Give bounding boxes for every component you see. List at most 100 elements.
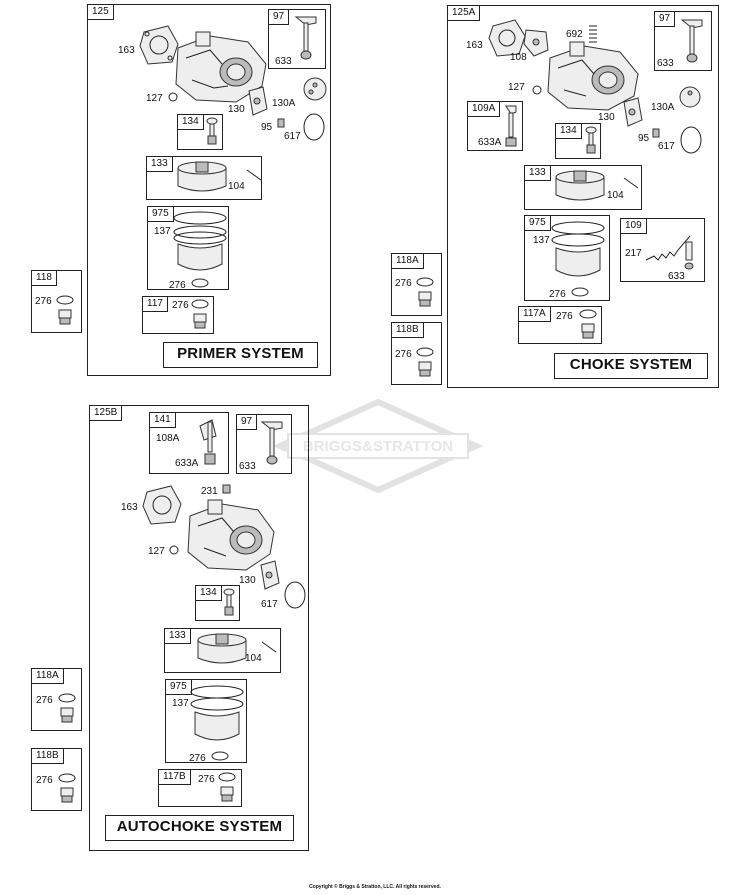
part-label-104: 104 [607,190,624,201]
washer-276-icon [191,278,209,288]
box-117a: 117A [518,306,602,344]
washer-nut-icon [56,295,74,325]
part-label-137: 137 [172,698,189,709]
box-tag: 117B [159,770,191,785]
box-tag: 118A [392,254,424,269]
shaft-141-icon [199,419,217,465]
box-109a: 109A [467,101,523,151]
watermark-text: BRIGGS&STRATTON [302,438,454,455]
box-tag: 97 [269,10,290,25]
float-133-icon [177,161,227,192]
part-label-633: 633 [239,461,256,472]
part-label-276: 276 [172,300,189,311]
part-label-130a: 130A [651,102,675,113]
part-label-95: 95 [261,122,273,133]
box-117: 117 [142,296,214,334]
washer-nut-icon [416,347,434,377]
box-tag: 97 [237,415,258,430]
box-133: 133 [164,628,281,673]
part-label-95: 95 [638,133,650,144]
float-133-icon [555,170,605,201]
part-label-633: 633 [275,56,292,67]
part-label-276: 276 [189,753,206,764]
box-tag: 118B [32,749,64,764]
autochoke-system-title: AUTOCHOKE SYSTEM [105,815,294,841]
box-109: 109 [620,218,705,282]
box-tag: 975 [148,207,174,222]
washer-276-icon [571,287,589,297]
part-label-163: 163 [466,40,483,51]
pin-104-icon [623,177,639,189]
watermark-diamond-icon [272,398,484,494]
screw-95-icon [277,118,285,128]
carburetor-icon [175,31,267,103]
box-tag: 134 [196,586,222,601]
box-tag: 134 [556,124,582,139]
washer-nut-icon [416,277,434,307]
part-label-617: 617 [658,141,675,152]
part-label-692: 692 [566,29,583,40]
part-label-127: 127 [148,546,165,557]
plate-130-icon [260,560,280,590]
box-118a: 118A [31,668,82,731]
part-label-104: 104 [228,181,245,192]
gasket-163-icon [142,485,182,525]
box-117b: 117B [158,769,242,807]
box-tag: 133 [165,629,191,644]
part-label-130: 130 [598,112,615,123]
screw-231-icon [222,484,231,494]
box-141: 141 [149,412,229,474]
box-118b: 118B [391,322,442,385]
shaft-97-icon [294,16,317,60]
primer-system-title: PRIMER SYSTEM [163,342,318,368]
oring-127-icon [168,92,178,102]
screw-95-icon [652,128,660,138]
part-label-276: 276 [549,289,566,300]
box-134: 134 [555,123,601,159]
part-label-130: 130 [239,575,256,586]
ring-617-icon [303,113,325,141]
box-tag: 97 [655,12,676,27]
part-label-276: 276 [36,695,53,706]
spring-692-icon [589,25,597,43]
ring-617-icon [680,126,702,154]
valve-134-icon [585,126,597,154]
box-975: 975 [524,215,610,301]
part-label-163: 163 [121,502,138,513]
part-label-276: 276 [35,296,52,307]
box-tag: 134 [178,115,204,130]
valve-134-icon [223,588,235,616]
plate-130-icon [248,86,268,116]
carburetor-icon [187,499,275,571]
oring-127-icon [169,545,179,555]
part-label-108a: 108A [156,433,180,444]
washer-nut-icon [218,772,236,802]
copyright-footer: Copyright © Briggs & Stratton, LLC. All … [309,884,441,890]
box-133: 133 [146,156,262,200]
carburetor-icon [547,41,639,111]
box-975: 975 [165,679,247,763]
part-label-633a: 633A [478,137,502,148]
plate-130-icon [623,97,643,127]
float-133-icon [197,633,247,664]
part-label-137: 137 [533,235,550,246]
part-label-276: 276 [556,311,573,322]
part-label-108: 108 [510,52,527,63]
box-tag: 133 [525,166,551,181]
part-label-633: 633 [668,271,685,282]
part-label-137: 137 [154,226,171,237]
part-label-127: 127 [508,82,525,93]
ring-617-icon [284,581,306,609]
part-label-231: 231 [201,486,218,497]
part-label-276: 276 [169,280,186,291]
box-tag: 117 [143,297,168,312]
washer-nut-icon [58,773,76,803]
washer-nut-icon [579,309,597,339]
spring-link-109-icon [645,235,694,270]
panel-tag: 125B [90,406,123,421]
box-tag: 975 [525,216,551,231]
box-tag: 109 [621,219,647,234]
bowl-975-icon [190,685,244,741]
washer-nut-icon [58,693,76,723]
part-label-276: 276 [36,775,53,786]
